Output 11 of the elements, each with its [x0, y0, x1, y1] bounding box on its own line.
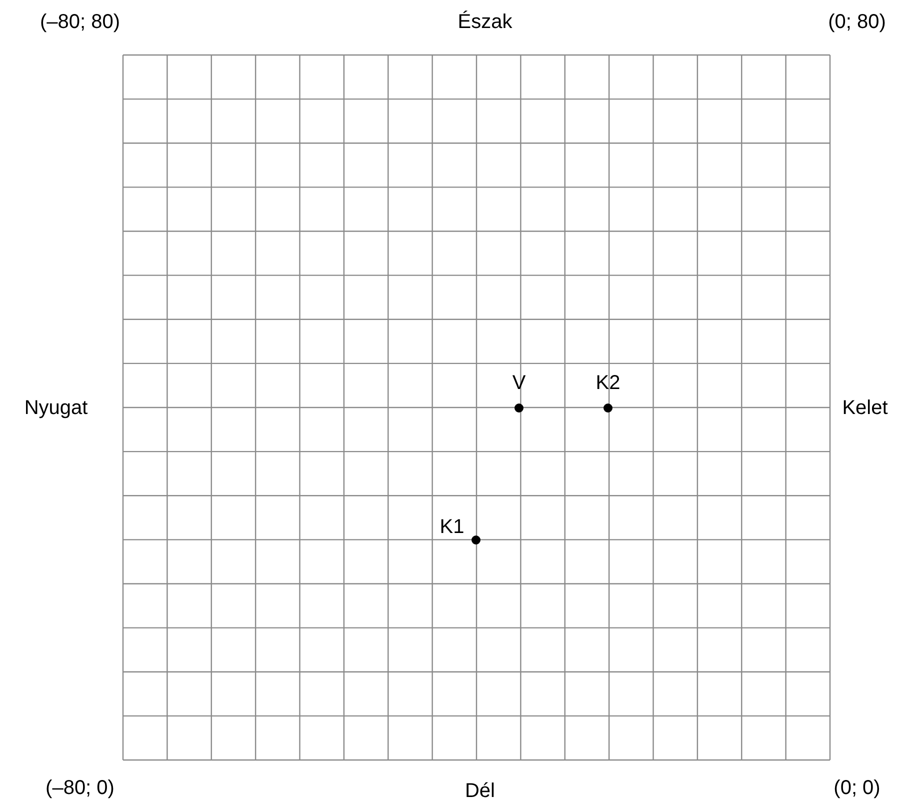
- direction-label: Nyugat: [24, 397, 88, 419]
- corner-coordinate: (–80; 0): [46, 777, 114, 799]
- point-label: V: [512, 372, 526, 394]
- direction-label: Dél: [465, 780, 495, 802]
- corner-coordinate: (0; 0): [834, 777, 880, 799]
- point-label: K1: [440, 516, 464, 538]
- corner-coordinate: (–80; 80): [40, 11, 120, 33]
- corner-coordinate: (0; 80): [828, 11, 886, 33]
- direction-label: Észak: [458, 11, 512, 33]
- point-label: K2: [596, 372, 620, 394]
- direction-label: Kelet: [842, 397, 888, 419]
